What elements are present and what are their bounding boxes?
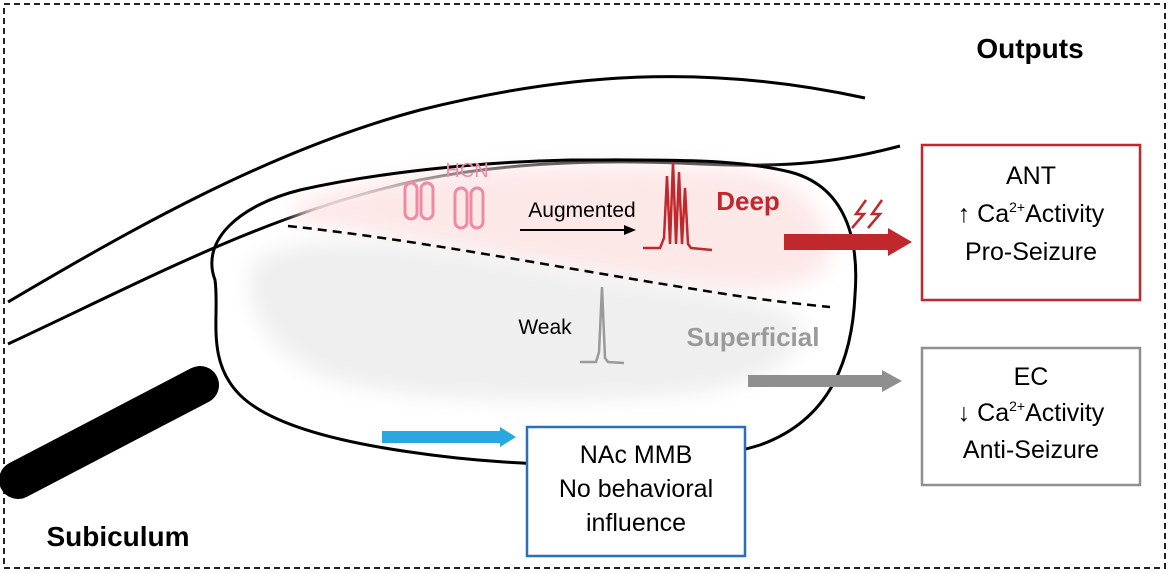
ant-ca: Ca (977, 200, 1009, 228)
nac-line-1: NAc MMB (580, 441, 693, 469)
arrow-to-nac (382, 427, 516, 447)
deep-layer-label: Deep (716, 186, 780, 216)
augmented-burst-spike-icon (643, 161, 713, 252)
subiculum-title: Subiculum (46, 521, 189, 552)
hcn-label: HCN (445, 160, 488, 182)
nac-mmb-output-box (525, 425, 747, 558)
superficial-layer-label: Superficial (687, 322, 820, 352)
ant-output-box (920, 143, 1142, 302)
augmented-label: Augmented (528, 199, 635, 222)
ec-space (970, 399, 977, 427)
ec-ca-superscript: 2+ (1009, 398, 1025, 414)
ant-space (970, 200, 977, 228)
ant-activity-line: ↑ Ca2+Activity (958, 199, 1105, 228)
ant-name: ANT (1006, 162, 1056, 190)
nac-line-3: influence (586, 509, 686, 537)
ec-ca: Ca (977, 399, 1009, 427)
subiculum-body-outline (210, 158, 858, 467)
ec-output-box (920, 346, 1142, 487)
outputs-title: Outputs (976, 33, 1083, 64)
black-fiber-bar (0, 366, 219, 499)
weak-spike-icon (580, 286, 625, 365)
nac-line-2: No behavioral (559, 475, 713, 503)
ant-ca-superscript: 2+ (1009, 199, 1025, 215)
ec-activity-line: ↓ Ca2+Activity (958, 398, 1105, 427)
ec-name: EC (1014, 363, 1049, 391)
ec-effect: Anti-Seizure (963, 436, 1099, 464)
outer-tissue-curve-lower (7, 144, 901, 346)
figure-frame (3, 3, 1166, 569)
lightning-bolt-icon (851, 199, 884, 229)
ec-down-arrow: ↓ (958, 399, 971, 427)
arrow-to-ec (748, 370, 902, 392)
superficial-layer-fill (249, 241, 802, 402)
hcn-channel-icon (403, 181, 485, 230)
ant-up-arrow: ↑ (958, 200, 971, 228)
outer-tissue-curve-top (7, 75, 866, 304)
deep-layer-fill (295, 165, 830, 289)
arrow-to-ant (784, 228, 912, 256)
layer-boundary-dashed (287, 224, 831, 309)
weak-label: Weak (518, 316, 572, 339)
ec-activity: Activity (1025, 399, 1105, 427)
ant-effect: Pro-Seizure (965, 238, 1097, 266)
augmented-arrow-head (624, 225, 636, 235)
ant-activity: Activity (1025, 200, 1105, 228)
